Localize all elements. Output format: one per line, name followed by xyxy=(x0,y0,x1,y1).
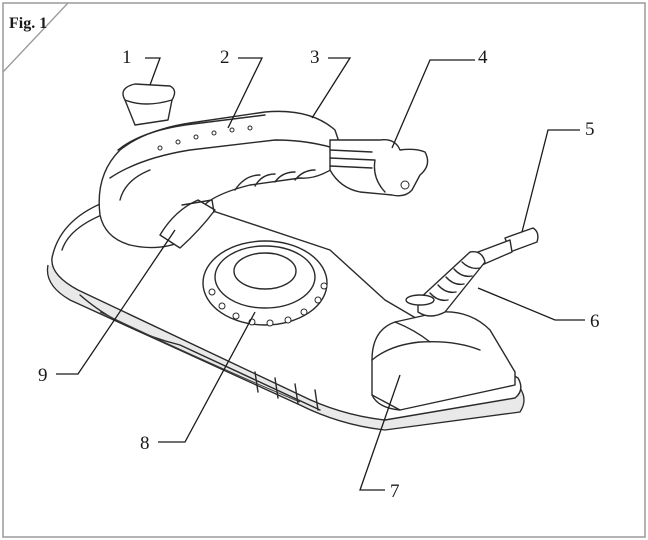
callout-6: 6 xyxy=(590,311,600,332)
iron-handle xyxy=(98,110,346,249)
callout-8: 8 xyxy=(140,433,150,454)
vent-slot xyxy=(274,377,279,399)
callout-7: 7 xyxy=(390,481,400,502)
callout-4: 4 xyxy=(478,47,488,68)
callout-1: 1 xyxy=(122,47,132,68)
callout-9: 9 xyxy=(38,365,48,386)
handle-clasp xyxy=(329,139,429,197)
heel-rest xyxy=(371,311,516,411)
callout-3: 3 xyxy=(310,47,320,68)
vent-slot xyxy=(294,383,299,405)
cord-guard xyxy=(405,251,486,317)
vent-slot xyxy=(254,371,259,393)
figure-label-divider xyxy=(2,2,69,73)
steam-knob xyxy=(122,83,176,126)
callout-2: 2 xyxy=(220,47,230,68)
figure-label: Fig. 1 xyxy=(9,15,47,32)
temperature-dial xyxy=(202,240,328,327)
callout-5: 5 xyxy=(585,119,595,140)
leader-lines xyxy=(56,57,585,491)
vent-slot xyxy=(314,389,319,411)
